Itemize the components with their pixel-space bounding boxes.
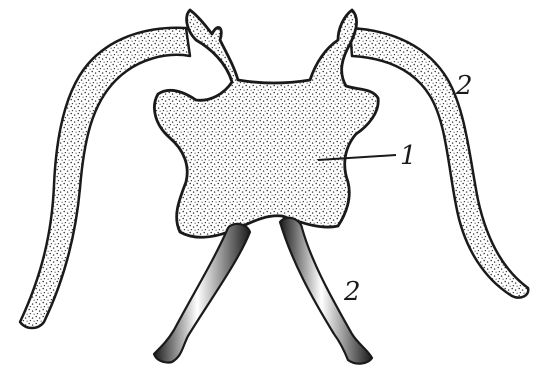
label-1: 1 [400,141,417,171]
label-2-lower: 2 [343,277,361,307]
lower-left-stem [154,224,250,363]
left-process [20,28,190,328]
right-process [350,28,528,298]
label-2-upper-right: 2 [455,71,473,101]
